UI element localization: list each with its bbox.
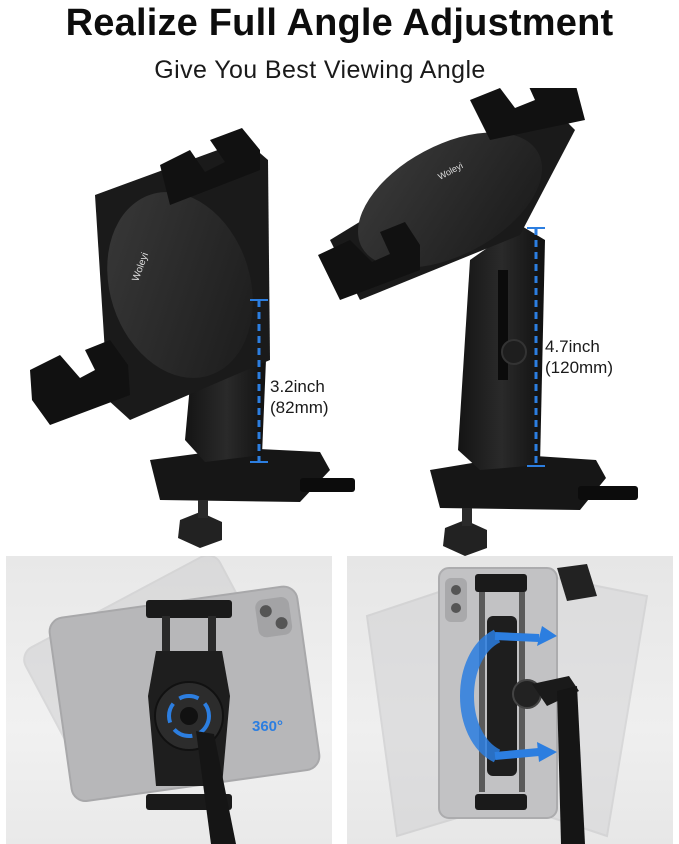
measure-short-line	[250, 299, 268, 463]
tilt-arrows-icon	[460, 629, 501, 763]
mount-base	[150, 448, 330, 502]
bottom-knob-icon	[443, 520, 487, 556]
rotation-panel	[6, 556, 332, 844]
cd-slot	[300, 478, 355, 492]
top-clamp	[470, 88, 585, 140]
measure-tall-inch: 4.7inch	[545, 337, 600, 356]
measure-tall-line	[527, 227, 545, 467]
measure-short-label: 3.2inch (82mm)	[270, 376, 329, 418]
top-clamp	[146, 600, 232, 618]
tilt-panel	[347, 556, 673, 844]
bottom-clamp	[318, 222, 420, 300]
adjust-knob	[501, 339, 527, 365]
rotation-badge: 360°	[252, 718, 284, 735]
top-clamp	[475, 574, 527, 592]
top-clamp	[160, 128, 260, 205]
bottom-clamp	[475, 794, 527, 810]
measure-short-inch: 3.2inch	[270, 377, 325, 396]
camera-bump-icon	[255, 597, 293, 638]
tilt-illustration	[365, 564, 649, 844]
hero-illustration: Woleyi Woleyi	[30, 88, 638, 556]
mount-pole	[196, 731, 236, 844]
top-clamp-ghost	[557, 564, 597, 601]
tablet-holder-plate	[487, 616, 517, 776]
bottom-knob-icon	[178, 512, 222, 548]
page-subtitle: Give You Best Viewing Angle	[154, 56, 486, 84]
rotate-arrows-icon	[167, 694, 211, 738]
page-title: Realize Full Angle Adjustment	[65, 2, 614, 44]
measure-tall-label: 4.7inch (120mm)	[545, 336, 613, 378]
mount-short: Woleyi	[30, 128, 355, 548]
measure-tall-mm: (120mm)	[545, 358, 614, 377]
mount-tall: Woleyi	[318, 88, 638, 556]
camera-bump-icon	[445, 578, 467, 622]
mount-base	[430, 455, 606, 510]
holder-disc	[107, 192, 253, 378]
rotation-illustration	[23, 556, 321, 844]
ball-joint-icon	[180, 707, 198, 725]
mount-pole	[557, 686, 585, 844]
mount-arm	[532, 676, 579, 706]
bottom-clamp	[30, 340, 130, 425]
cd-slot	[578, 486, 638, 500]
measure-short-mm: (82mm)	[270, 398, 329, 417]
